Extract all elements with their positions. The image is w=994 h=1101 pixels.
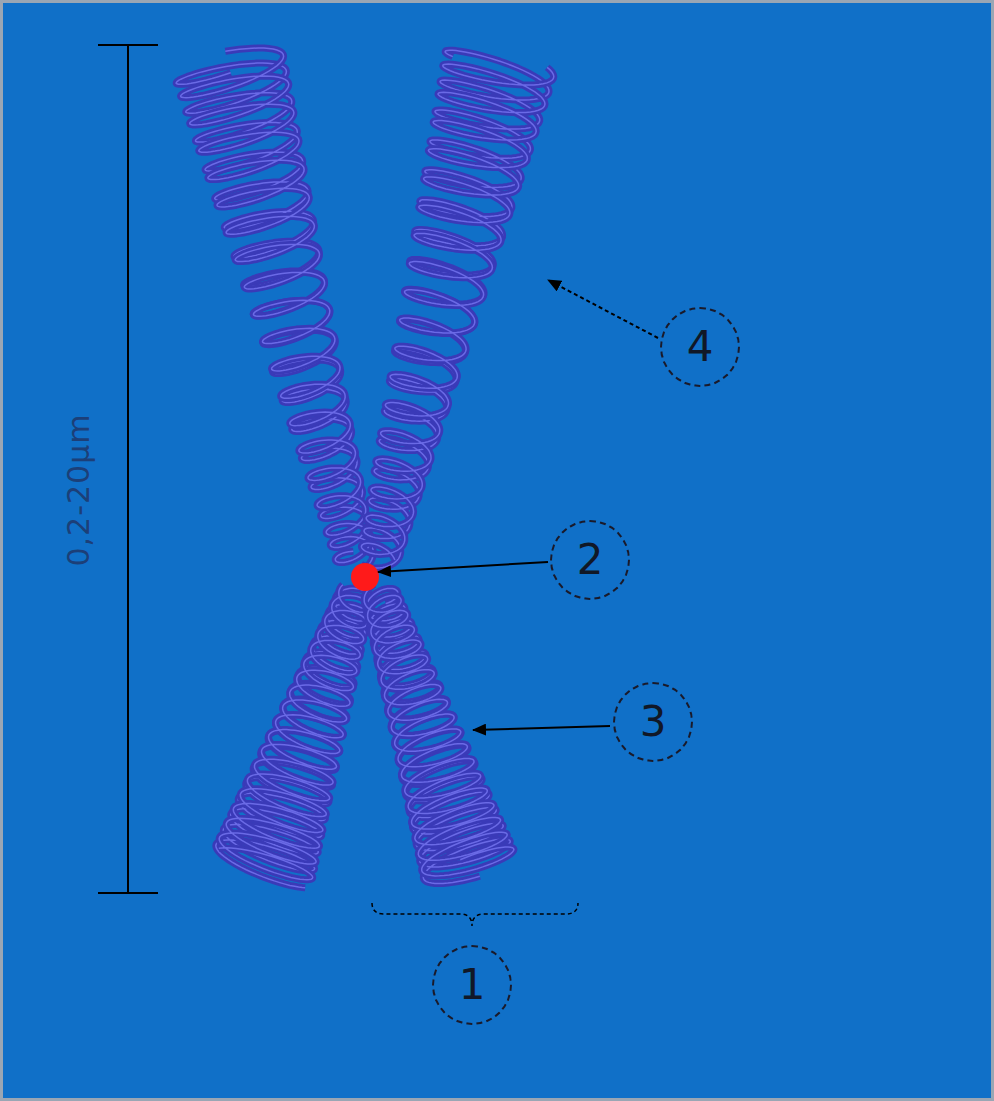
chromatid-highlight (219, 585, 371, 880)
bracket (372, 903, 578, 926)
callout-number: 4 (687, 326, 714, 368)
leader-line (548, 280, 658, 338)
dimension-line (127, 45, 129, 893)
callout-number: 2 (577, 539, 604, 581)
dimension-label: 0,2-20μm (61, 413, 96, 566)
chromatid-highlight (361, 64, 553, 560)
chromatid-highlight (181, 48, 371, 563)
chromatid-coil (181, 48, 371, 563)
dimension-tick (98, 892, 158, 894)
chromatid-coil (219, 585, 371, 880)
callout-circle: 2 (550, 520, 630, 600)
callout-circle: 4 (660, 307, 740, 387)
chromatid-coil (361, 64, 553, 560)
centromere (351, 563, 379, 591)
leader-line (473, 726, 610, 730)
leader-line (378, 562, 548, 572)
callout-number: 3 (640, 701, 667, 743)
dimension-tick (98, 44, 158, 46)
chromatid-coils (176, 48, 554, 888)
callout-circle: 3 (613, 682, 693, 762)
callout-circle: 1 (432, 945, 512, 1025)
callout-number: 1 (459, 964, 486, 1006)
